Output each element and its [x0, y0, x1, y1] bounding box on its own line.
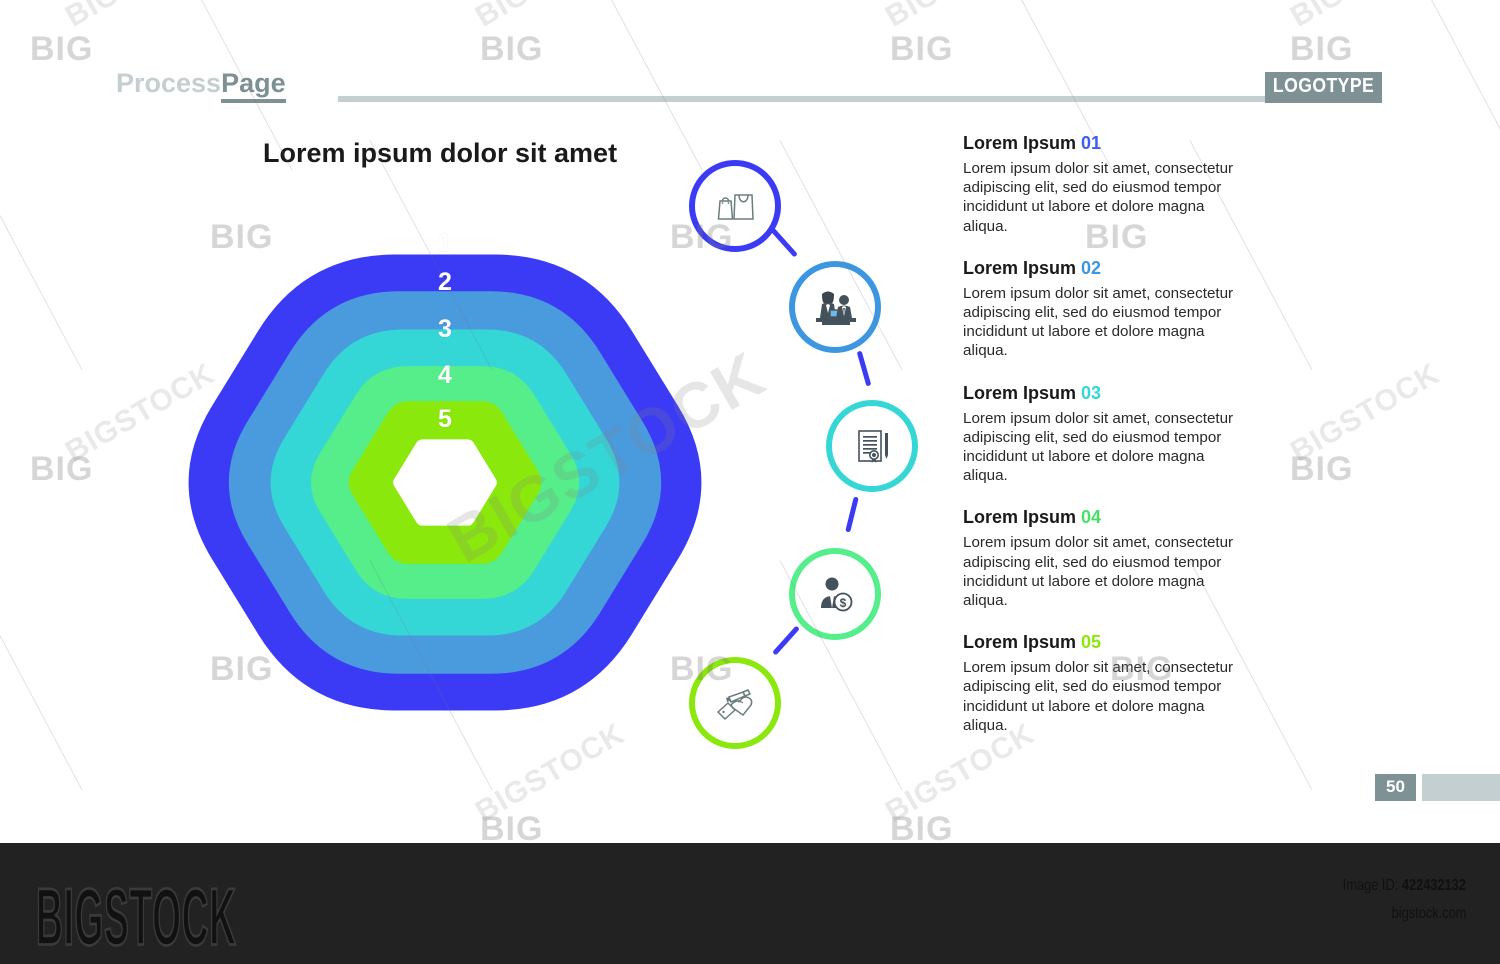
process-connector-4 — [772, 625, 800, 656]
hexagon-layer-number-4: 4 — [438, 361, 452, 389]
process-item-title: Lorem Ipsum — [963, 632, 1077, 653]
bigstock-wordmark: BIGSTOCK — [35, 870, 237, 963]
watermark-line — [0, 560, 83, 791]
process-item-number: 04 — [1081, 507, 1102, 528]
process-item-number: 01 — [1081, 133, 1102, 153]
watermark-diagonal-text: BIGSTOCK — [1285, 357, 1446, 469]
shopping-bags-icon — [711, 182, 759, 230]
process-node-04[interactable]: $ — [789, 548, 881, 640]
process-item-number: 03 — [1081, 382, 1102, 403]
process-node-02[interactable] — [789, 261, 881, 353]
process-connector-3 — [845, 496, 859, 533]
process-connector-1 — [770, 227, 798, 258]
nested-hexagon-diagram: 1 2 3 4 5 — [155, 205, 735, 765]
process-item-number: 02 — [1081, 257, 1102, 278]
page-kicker-dark: Page — [221, 68, 286, 103]
page-number-bar — [1421, 774, 1500, 801]
page-title: Lorem ipsum dolor sit amet — [263, 138, 618, 168]
page-kicker: ProcessPage — [116, 68, 286, 103]
process-item-title: Lorem Ipsum — [963, 382, 1077, 403]
site-url: bigstock.com — [1391, 905, 1466, 922]
page-number-value: 50 — [1375, 774, 1416, 801]
process-item-number: 05 — [1081, 632, 1102, 653]
process-item-body: Lorem ipsum dolor sit amet, consectetur … — [963, 534, 1234, 610]
process-item-body: Lorem ipsum dolor sit amet, consectetur … — [963, 409, 1234, 485]
svg-text:$: $ — [840, 596, 847, 610]
image-id-value: 422432132 — [1401, 877, 1466, 894]
page-kicker-light: Process — [116, 68, 222, 98]
certificate-pen-icon — [848, 422, 896, 470]
process-item-title: Lorem Ipsum — [963, 257, 1077, 278]
hand-signing-icon — [711, 679, 759, 727]
hexagon-layer-number-1: 1 — [438, 229, 452, 257]
process-node-03[interactable] — [826, 400, 918, 492]
hexagon-layer-number-5: 5 — [438, 405, 452, 433]
process-item-title: Lorem Ipsum — [963, 133, 1077, 153]
process-connector-2 — [856, 350, 872, 387]
watermark-text: BIG — [30, 450, 94, 488]
image-id-line: Image ID: 422432132 — [1343, 877, 1466, 895]
watermark-line — [0, 140, 83, 371]
logotype-badge: LOGOTYPE — [1264, 72, 1382, 103]
image-id-label: Image ID: — [1342, 877, 1399, 894]
process-item-body: Lorem ipsum dolor sit amet, consectetur … — [963, 659, 1234, 734]
hexagon-layer-number-2: 2 — [438, 268, 452, 296]
hexagon-core — [392, 430, 498, 541]
process-item-title: Lorem Ipsum — [963, 507, 1077, 528]
process-node-01[interactable] — [689, 160, 781, 252]
watermark-text: BIG — [1290, 450, 1354, 488]
person-dollar-icon: $ — [811, 570, 859, 618]
process-node-05[interactable] — [689, 657, 781, 749]
process-item-body: Lorem ipsum dolor sit amet, consectetur … — [963, 284, 1234, 360]
header-divider — [338, 96, 1273, 102]
page-number-badge: 50 — [1375, 774, 1500, 801]
slide-header: ProcessPage LOGOTYPE — [0, 0, 1500, 120]
process-item-body: Lorem ipsum dolor sit amet, consectetur … — [963, 160, 1234, 235]
bigstock-footer-bar: BIGSTOCK Image ID: 422432132 bigstock.co… — [0, 843, 1500, 964]
consultation-desk-icon — [811, 283, 859, 331]
hexagon-layer-number-3: 3 — [438, 315, 452, 343]
